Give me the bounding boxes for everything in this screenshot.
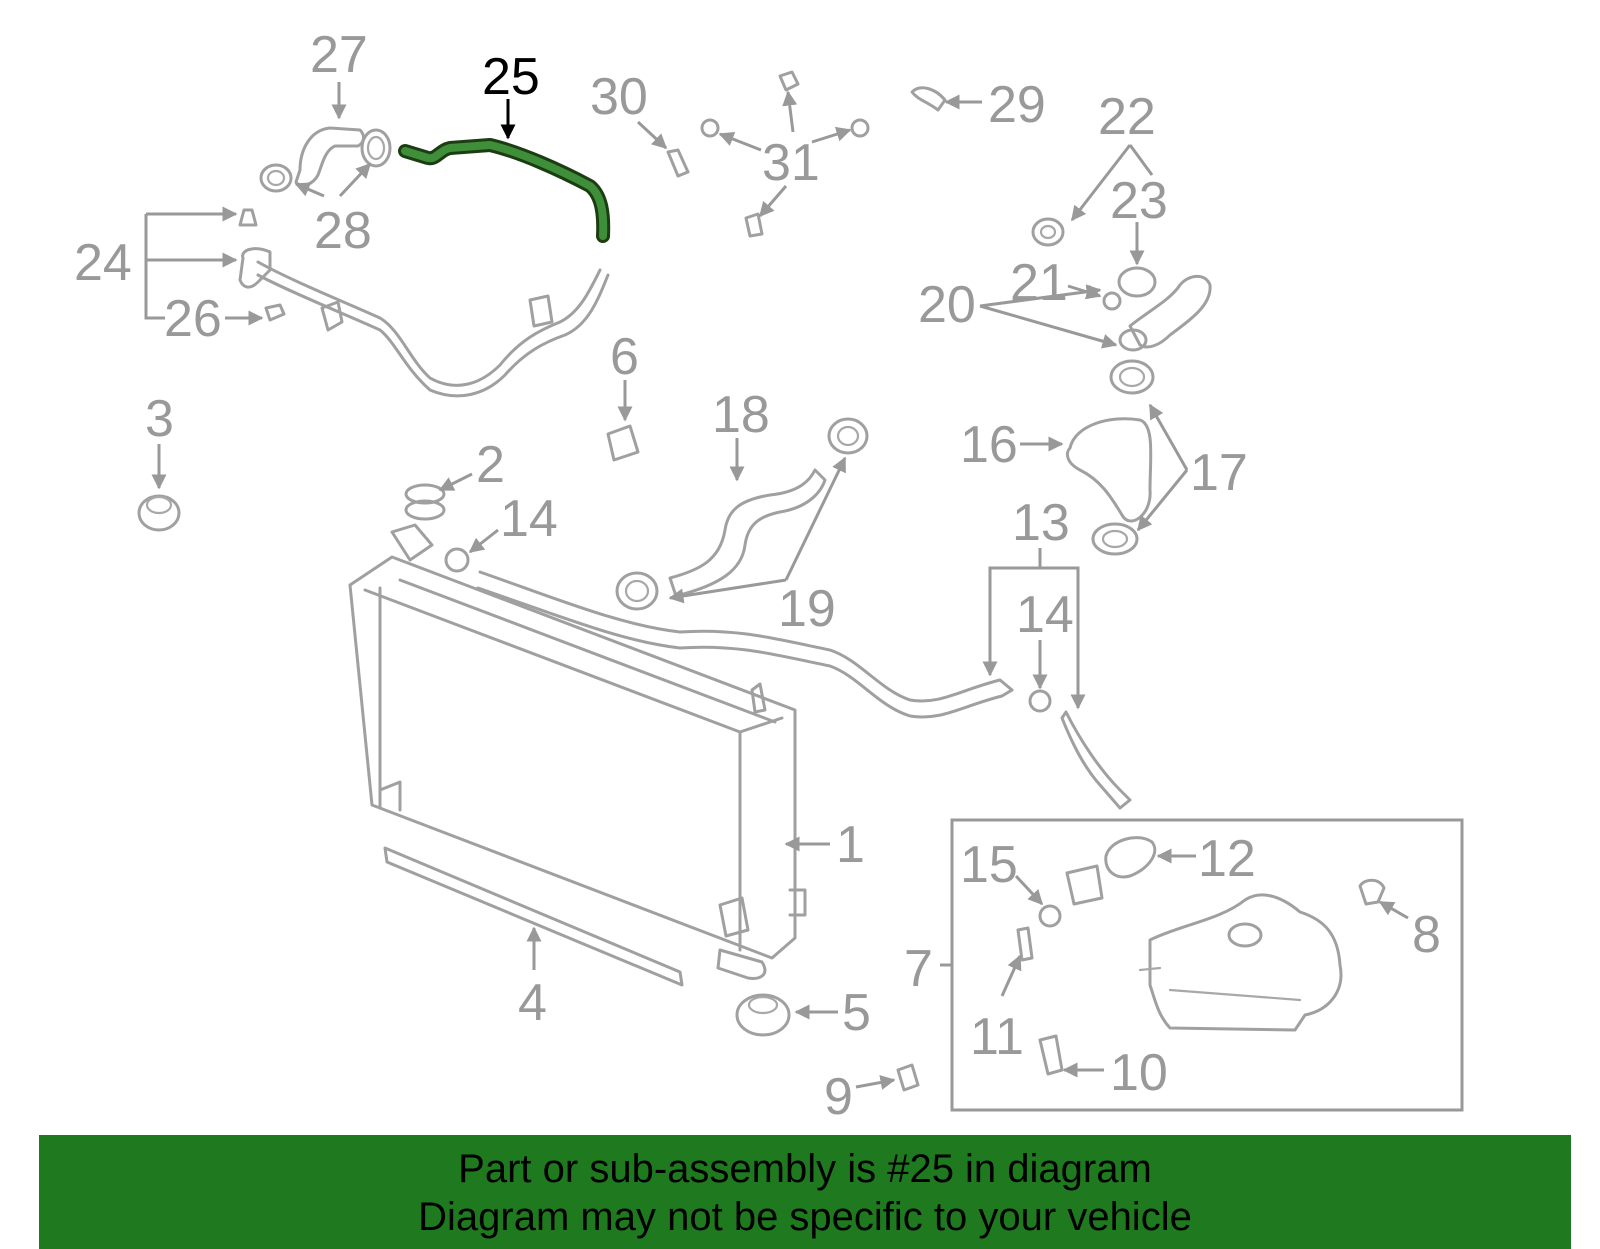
callout-17: 17 [1190,444,1248,502]
part-27-hose [294,126,365,187]
part-17-clamp-upper [1109,359,1155,395]
part-15-plug [1038,904,1062,928]
callout-29: 29 [988,76,1046,134]
callout-31: 31 [762,134,820,192]
callout-28: 28 [314,202,372,260]
banner-line-part-number: Part or sub-assembly is #25 in diagram [458,1147,1152,1191]
part-13-pipe [476,570,1132,810]
part-24-pipe [238,247,610,398]
callout-9: 9 [824,1068,853,1126]
callout-11: 11 [970,1008,1024,1066]
callout-6: 6 [610,328,639,386]
part-12-cap [1104,836,1157,879]
part-22-cap [1031,217,1065,247]
callout-15: 15 [960,836,1018,894]
part-14-plug-right [1028,689,1052,713]
part-12-label-plate [1065,864,1104,906]
reservoir-tank [1138,893,1343,1032]
callout-7: 7 [904,940,933,998]
part-28-clamps [259,128,392,193]
callout-16: 16 [960,416,1018,474]
part-29-hose [910,86,947,112]
part-9-fastener [896,1063,920,1092]
part-5-mount [735,993,791,1037]
part-14-plug [444,547,470,573]
part-3-cap [137,494,181,532]
callout-19: 19 [778,580,836,638]
part-24-fitting [238,208,258,227]
part-2-cap [404,483,446,521]
part-25-pipe [398,138,611,243]
part-26-fitting [264,303,286,322]
callout-12: 12 [1198,830,1256,888]
part-6-bracket [606,424,640,462]
callout-13: 13 [1012,494,1070,552]
callout-22: 22 [1098,88,1156,146]
part-10-bracket [1038,1034,1064,1076]
callout-26: 26 [164,290,222,348]
callout-3: 3 [145,390,174,448]
part-19-clamps [615,417,869,611]
part-20-hose [1118,274,1212,352]
callout-23: 23 [1110,172,1168,230]
callout-8: 8 [1412,906,1441,964]
info-banner: Part or sub-assembly is #25 in diagram D… [39,1135,1571,1249]
callout-27: 27 [310,26,368,84]
part-30-fitting [666,148,690,178]
callout-5: 5 [842,984,871,1042]
callout-10: 10 [1110,1044,1168,1102]
part-16-hose [1065,417,1153,523]
callout-30: 30 [590,68,648,126]
banner-line-disclaimer: Diagram may not be specific to your vehi… [418,1195,1192,1239]
callout-1: 1 [836,816,865,874]
part-23-ring [1117,266,1157,298]
callout-21: 21 [1010,254,1068,312]
part-17-clamp-lower [1091,522,1139,556]
callout-labels: 27 25 30 29 22 31 28 23 24 21 20 26 6 18… [74,26,1441,1126]
callout-20: 20 [918,276,976,334]
callout-4: 4 [518,974,547,1032]
part-18-hose [668,468,827,598]
part-4-seal [383,846,684,987]
part-21-clamp [1102,291,1122,311]
callout-14-right: 14 [1016,586,1074,644]
part-8-fastener [1358,878,1386,906]
callout-2: 2 [476,436,505,494]
callout-24: 24 [74,234,132,292]
callout-18: 18 [712,386,770,444]
part-11-sensor [1016,926,1034,962]
callout-14: 14 [500,490,558,548]
leader-lines [144,82,1409,1090]
part-31-clips [700,70,870,238]
callout-25-highlighted: 25 [482,48,540,106]
part-1-radiator [348,523,807,980]
